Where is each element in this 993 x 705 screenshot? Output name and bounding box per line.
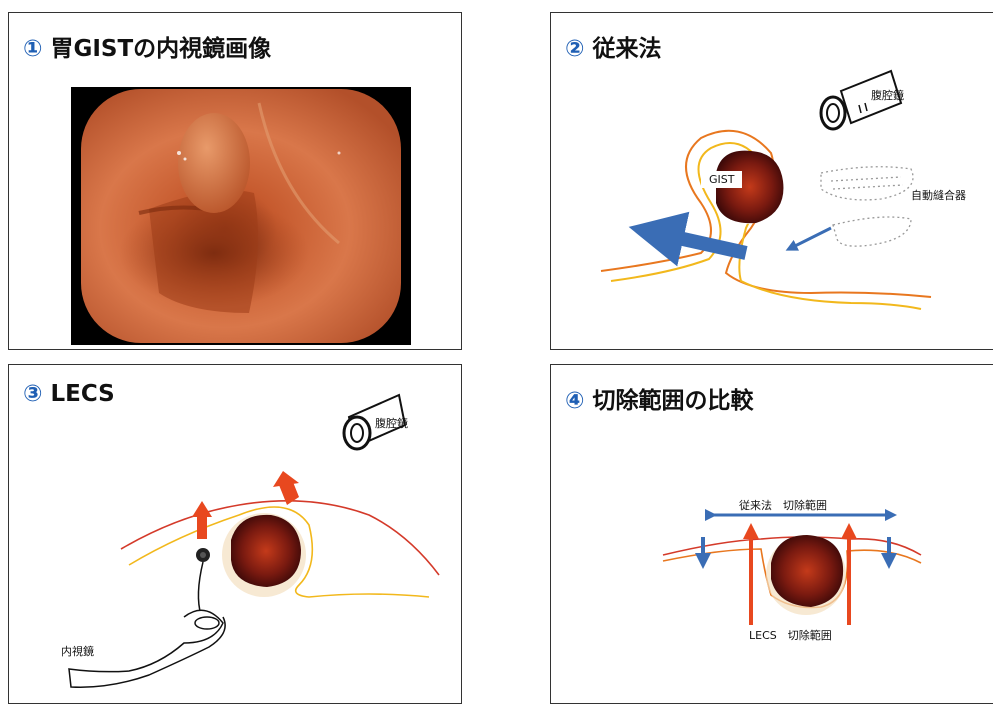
stapler-icon	[821, 167, 913, 246]
blue-arrow-small-icon	[791, 228, 831, 248]
endoscope-label: 内視鏡	[61, 643, 94, 659]
conventional-range-label: 従来法 切除範囲	[739, 497, 827, 513]
tumor-label: GIST	[701, 171, 742, 188]
tumor-mass	[771, 535, 843, 607]
conventional-diagram	[551, 13, 993, 351]
blue-arrow-icon	[656, 233, 746, 253]
laparoscope-label: 腹腔鏡	[871, 87, 904, 103]
tumor-mass	[231, 515, 301, 587]
endoscope-icon	[69, 548, 225, 687]
stapler-label: 自動縫合器	[911, 187, 966, 203]
lecs-range-label: LECS 切除範囲	[749, 627, 832, 643]
laparoscope-label: 腹腔鏡	[375, 415, 408, 431]
red-arrow-icon	[197, 515, 207, 539]
comparison-diagram	[551, 365, 993, 705]
endoscopic-photo	[9, 13, 463, 351]
